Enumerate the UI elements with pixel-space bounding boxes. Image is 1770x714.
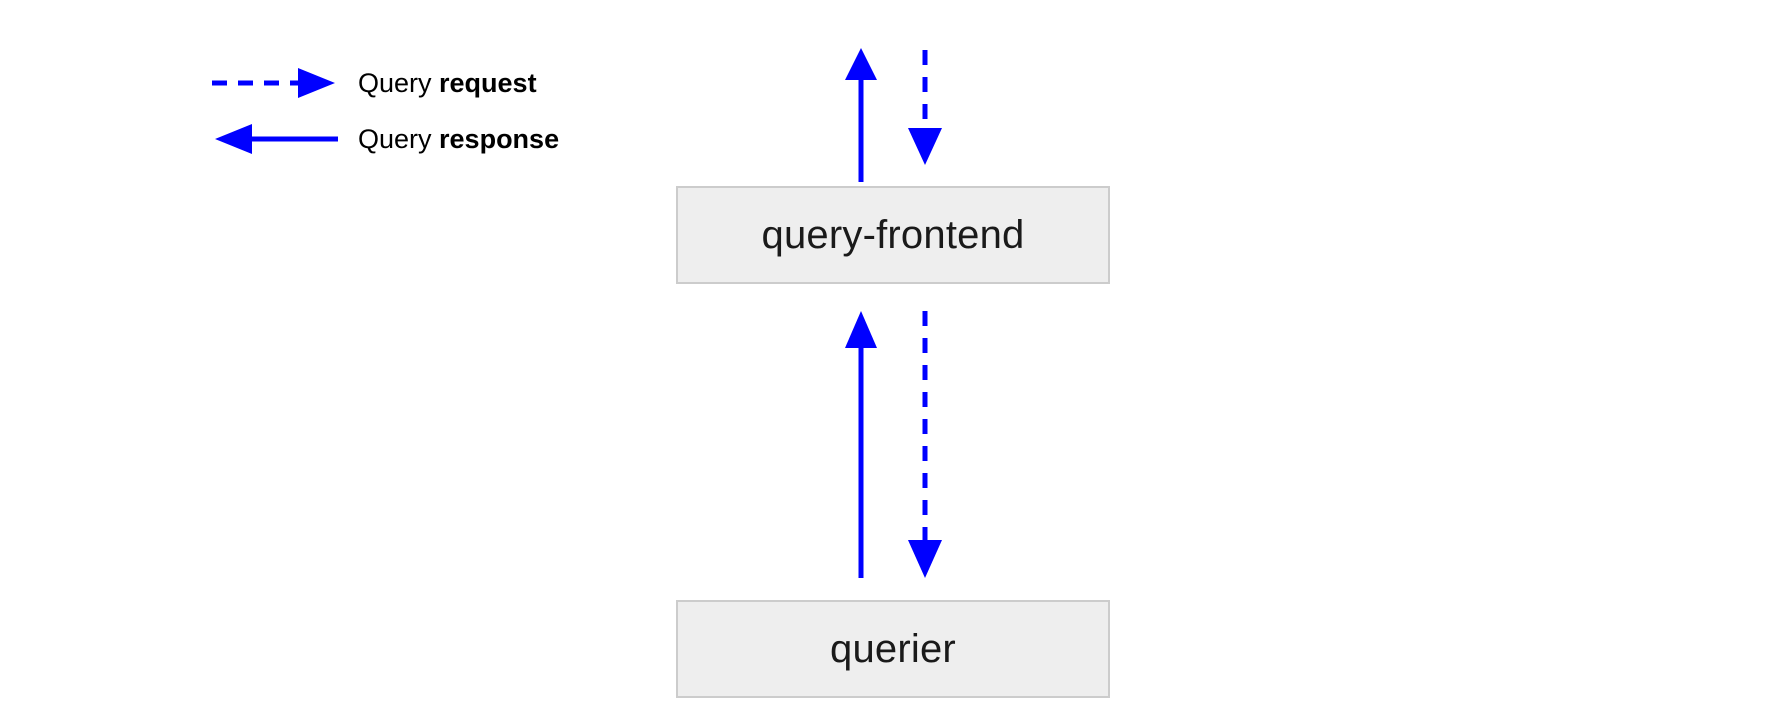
legend-label-strong: response — [439, 124, 560, 154]
legend-item-query-response: Query response — [210, 111, 670, 167]
edge-querier-to-query-frontend-response — [845, 311, 877, 578]
edge-query-frontend-to-external-response — [845, 48, 877, 182]
node-query-frontend[interactable]: query-frontend — [676, 186, 1110, 284]
edge-query-frontend-to-querier-request — [908, 311, 942, 578]
legend-item-query-request-label: Query request — [358, 55, 537, 111]
legend-label-plain: Query — [358, 68, 440, 98]
edge-external-to-query-frontend-request — [908, 50, 942, 165]
legend-item-query-response-label: Query response — [358, 111, 559, 167]
node-querier[interactable]: querier — [676, 600, 1110, 698]
legend-item-query-request: Query request — [210, 55, 670, 111]
solid-left-arrow-icon — [210, 111, 340, 167]
node-query-frontend-label: query-frontend — [761, 212, 1025, 257]
legend-label-plain: Query — [358, 124, 440, 154]
dashed-right-arrow-icon — [210, 55, 340, 111]
node-querier-label: querier — [830, 626, 956, 671]
legend-label-strong: request — [439, 68, 537, 98]
legend: Query request Query response — [210, 55, 670, 167]
